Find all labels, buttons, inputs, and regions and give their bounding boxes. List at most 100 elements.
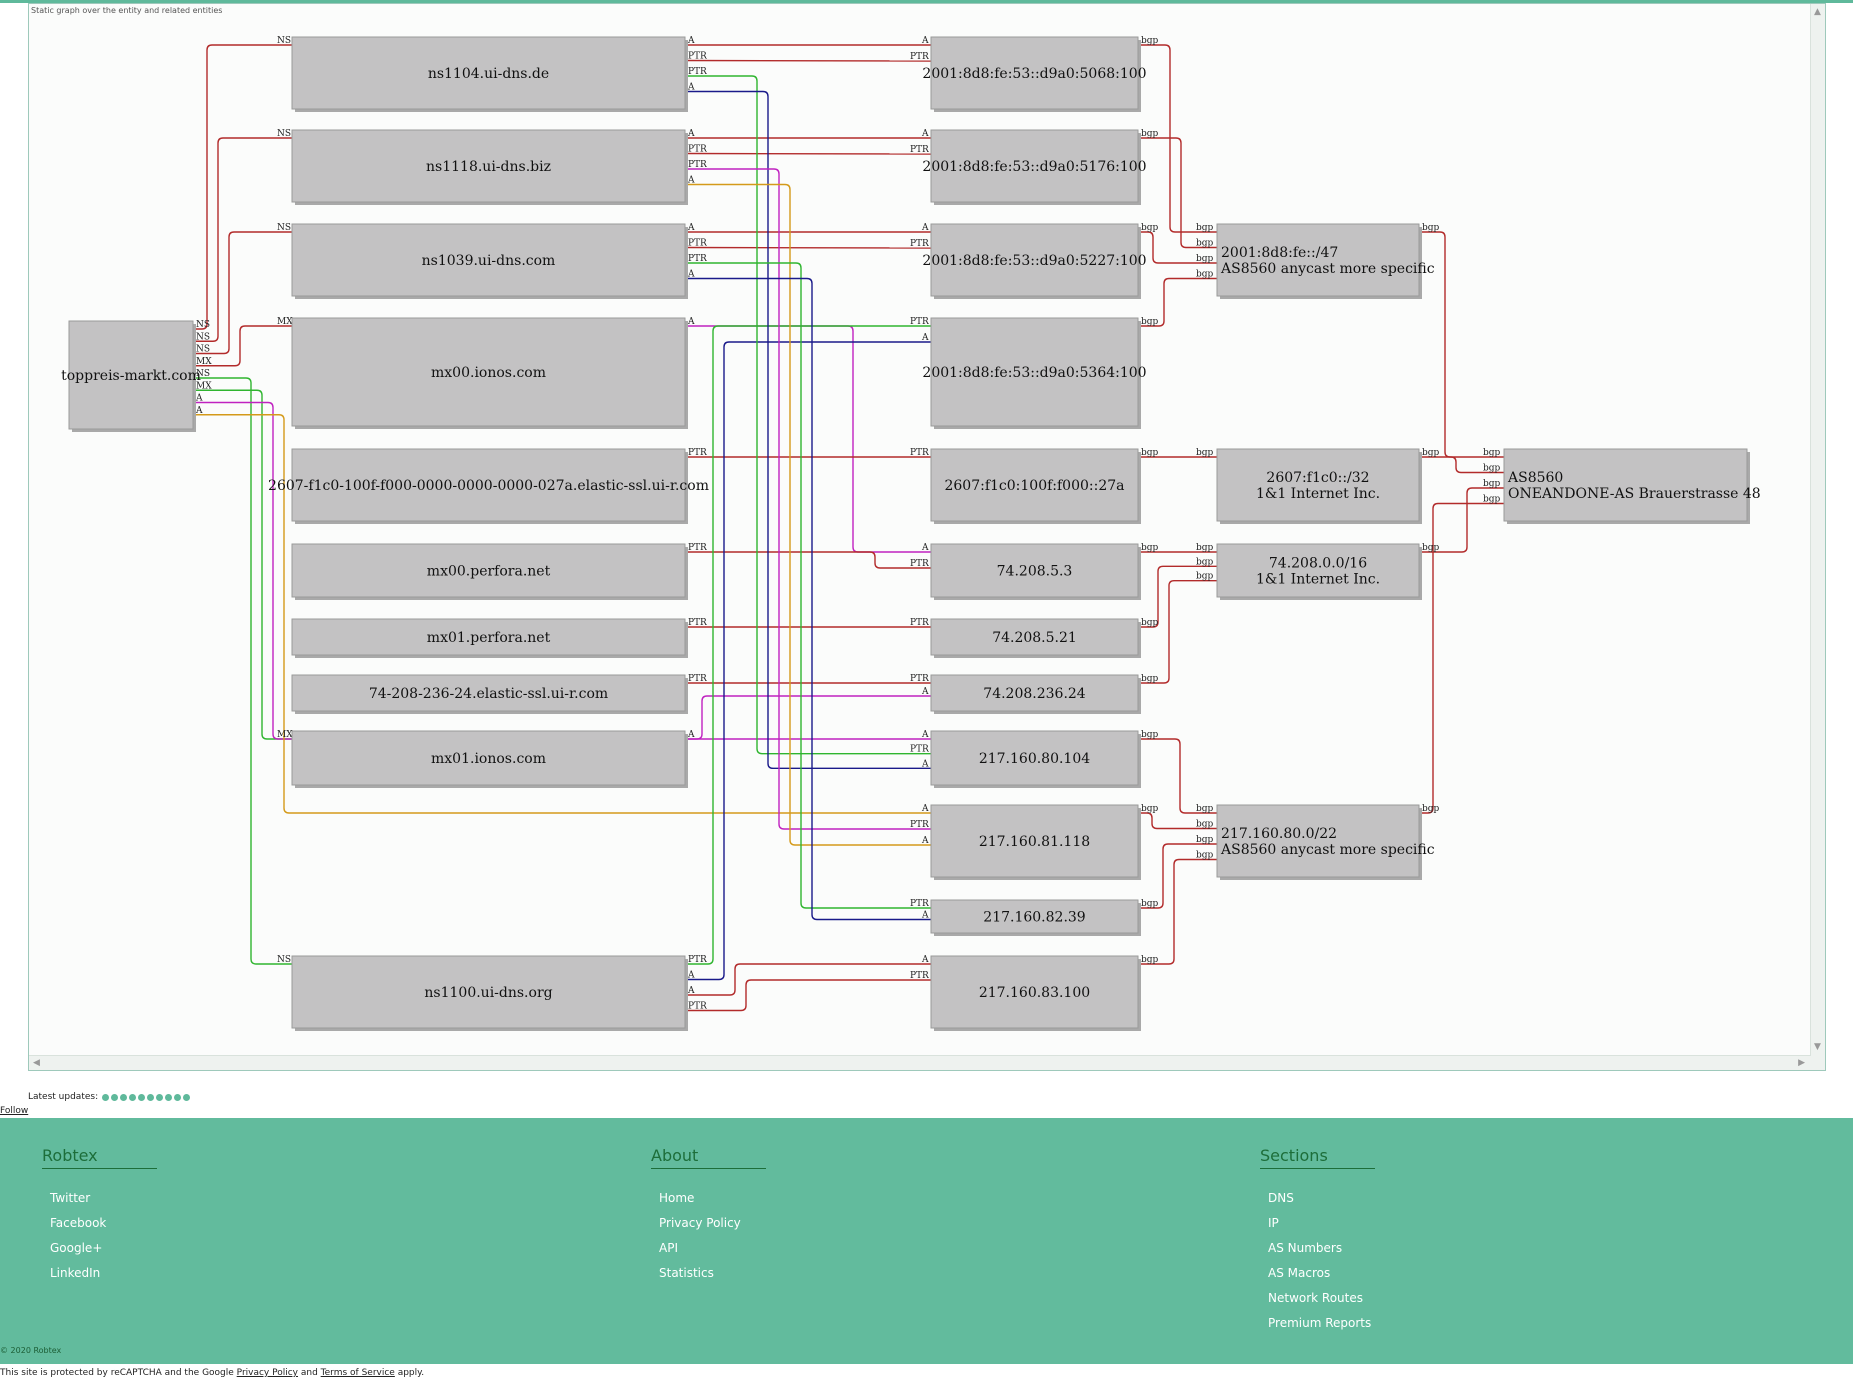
node-box[interactable] [291,730,686,786]
footer-link-as-macros[interactable]: AS Macros [1268,1266,1331,1280]
node-box[interactable] [291,129,686,203]
scroll-right-icon[interactable]: ▶ [1798,1058,1805,1068]
footer-link-ip[interactable]: IP [1268,1216,1279,1230]
node-ip4f[interactable]: 217.160.82.39 [930,899,1141,936]
node-box[interactable] [930,223,1139,297]
node-box[interactable] [291,543,686,598]
node-box[interactable] [930,543,1139,598]
footer-link-facebook[interactable]: Facebook [50,1216,107,1230]
footer-link-as-numbers[interactable]: AS Numbers [1268,1241,1343,1255]
update-dot[interactable] [111,1093,119,1101]
node-elastic1[interactable]: 2607-f1c0-100f-f000-0000-0000-0000-027a.… [268,448,709,524]
node-box[interactable] [930,36,1139,110]
node-box[interactable] [1503,448,1748,522]
update-dot[interactable] [174,1093,182,1101]
node-mx01p[interactable]: mx01.perfora.net [291,618,688,658]
footer-link-google-[interactable]: Google+ [50,1241,103,1255]
update-dot[interactable] [147,1093,155,1101]
footer-link-linkedin[interactable]: LinkedIn [50,1266,101,1280]
footer-link-network-routes[interactable]: Network Routes [1268,1291,1364,1305]
node-ip4e[interactable]: 217.160.81.118 [930,804,1141,880]
footer-link-statistics[interactable]: Statistics [659,1266,714,1280]
node-mx00p[interactable]: mx00.perfora.net [291,543,688,600]
scroll-up-icon[interactable]: ▲ [1814,7,1821,17]
node-mx00i[interactable]: mx00.ionos.com [291,317,688,429]
node-box[interactable] [291,448,686,522]
node-ip6c[interactable]: 2001:8d8:fe:53::d9a0:5227:100 [922,223,1147,299]
node-ip6b[interactable]: 2001:8d8:fe:53::d9a0:5176:100 [922,129,1147,205]
node-box[interactable] [291,955,686,1029]
update-dot[interactable] [165,1093,173,1101]
update-dot[interactable] [120,1093,128,1101]
edge-label: bgp [1141,36,1159,46]
node-box[interactable] [291,317,686,427]
node-ip6e[interactable]: 2607:f1c0:100f:f000::27a [930,448,1141,524]
node-box[interactable] [930,618,1139,656]
privacy-policy-link[interactable]: Privacy Policy [236,1368,299,1378]
update-dot[interactable] [102,1093,110,1101]
vertical-scrollbar[interactable]: ▲ ▼ [1810,4,1825,1070]
node-mx01i[interactable]: mx01.ionos.com [291,730,688,788]
horizontal-scrollbar[interactable]: ◀ ▶ [29,1055,1811,1070]
node-box[interactable] [68,320,194,430]
follow-link[interactable]: Follow [0,1106,29,1116]
footer-link-twitter[interactable]: Twitter [50,1191,91,1205]
node-box[interactable] [930,317,1139,427]
edge-label: PTR [688,618,707,628]
node-box[interactable] [1216,223,1420,297]
edge-label: PTR [910,559,929,569]
footer-link-premium-reports[interactable]: Premium Reports [1268,1316,1372,1330]
node-ip4g[interactable]: 217.160.83.100 [930,955,1141,1031]
node-box[interactable] [930,804,1139,878]
edge-label: A [687,971,695,981]
update-dot[interactable] [129,1093,137,1101]
node-box[interactable] [1216,543,1420,598]
footer-link-privacy-policy[interactable]: Privacy Policy [659,1216,741,1230]
edge-label: NS [277,129,291,139]
node-box[interactable] [930,129,1139,203]
edge-label: bgp [1196,835,1214,845]
edge-label: NS [196,332,210,342]
node-box[interactable] [291,223,686,297]
terms-of-service-link[interactable]: Terms of Service [320,1368,395,1378]
scroll-down-icon[interactable]: ▼ [1814,1042,1821,1052]
footer-link-home[interactable]: Home [659,1191,695,1205]
node-ns1104[interactable]: ns1104.ui-dns.de [291,36,688,112]
node-box[interactable] [930,674,1139,712]
node-ns1118[interactable]: ns1118.ui-dns.biz [291,129,688,205]
node-box[interactable] [291,36,686,110]
node-net2[interactable]: 2607:f1c0::/321&1 Internet Inc. [1216,448,1422,524]
node-ip6a[interactable]: 2001:8d8:fe:53::d9a0:5068:100 [922,36,1147,112]
node-label: AS8560 [1507,470,1563,486]
update-dot[interactable] [183,1093,191,1101]
scroll-left-icon[interactable]: ◀ [33,1058,40,1068]
node-ns1100[interactable]: ns1100.ui-dns.org [291,955,688,1031]
latest-updates-dots[interactable] [102,1093,191,1101]
footer-link-dns[interactable]: DNS [1268,1191,1294,1205]
node-ip6d[interactable]: 2001:8d8:fe:53::d9a0:5364:100 [922,317,1147,429]
node-box[interactable] [1216,804,1420,878]
node-box[interactable] [930,955,1139,1029]
update-dot[interactable] [156,1093,164,1101]
edge-ns1118-ip4e-ptr [685,168,931,830]
node-net3[interactable]: 74.208.0.0/161&1 Internet Inc. [1216,543,1422,600]
node-ip4b[interactable]: 74.208.5.21 [930,618,1141,658]
node-ip4a[interactable]: 74.208.5.3 [930,543,1141,600]
node-box[interactable] [930,899,1139,934]
node-box[interactable] [930,730,1139,786]
footer-link-api[interactable]: API [659,1241,678,1255]
edge-label: PTR [910,145,929,155]
node-box[interactable] [291,674,686,712]
node-tm[interactable]: toppreis-markt.com [61,320,201,432]
node-ip4c[interactable]: 74.208.236.24 [930,674,1141,714]
update-dot[interactable] [138,1093,146,1101]
node-box[interactable] [291,618,686,656]
node-elastic2[interactable]: 74-208-236-24.elastic-ssl.ui-r.com [291,674,688,714]
node-box[interactable] [930,448,1139,522]
node-ns1039[interactable]: ns1039.ui-dns.com [291,223,688,299]
node-box[interactable] [1216,448,1420,522]
node-ip4d[interactable]: 217.160.80.104 [930,730,1141,788]
